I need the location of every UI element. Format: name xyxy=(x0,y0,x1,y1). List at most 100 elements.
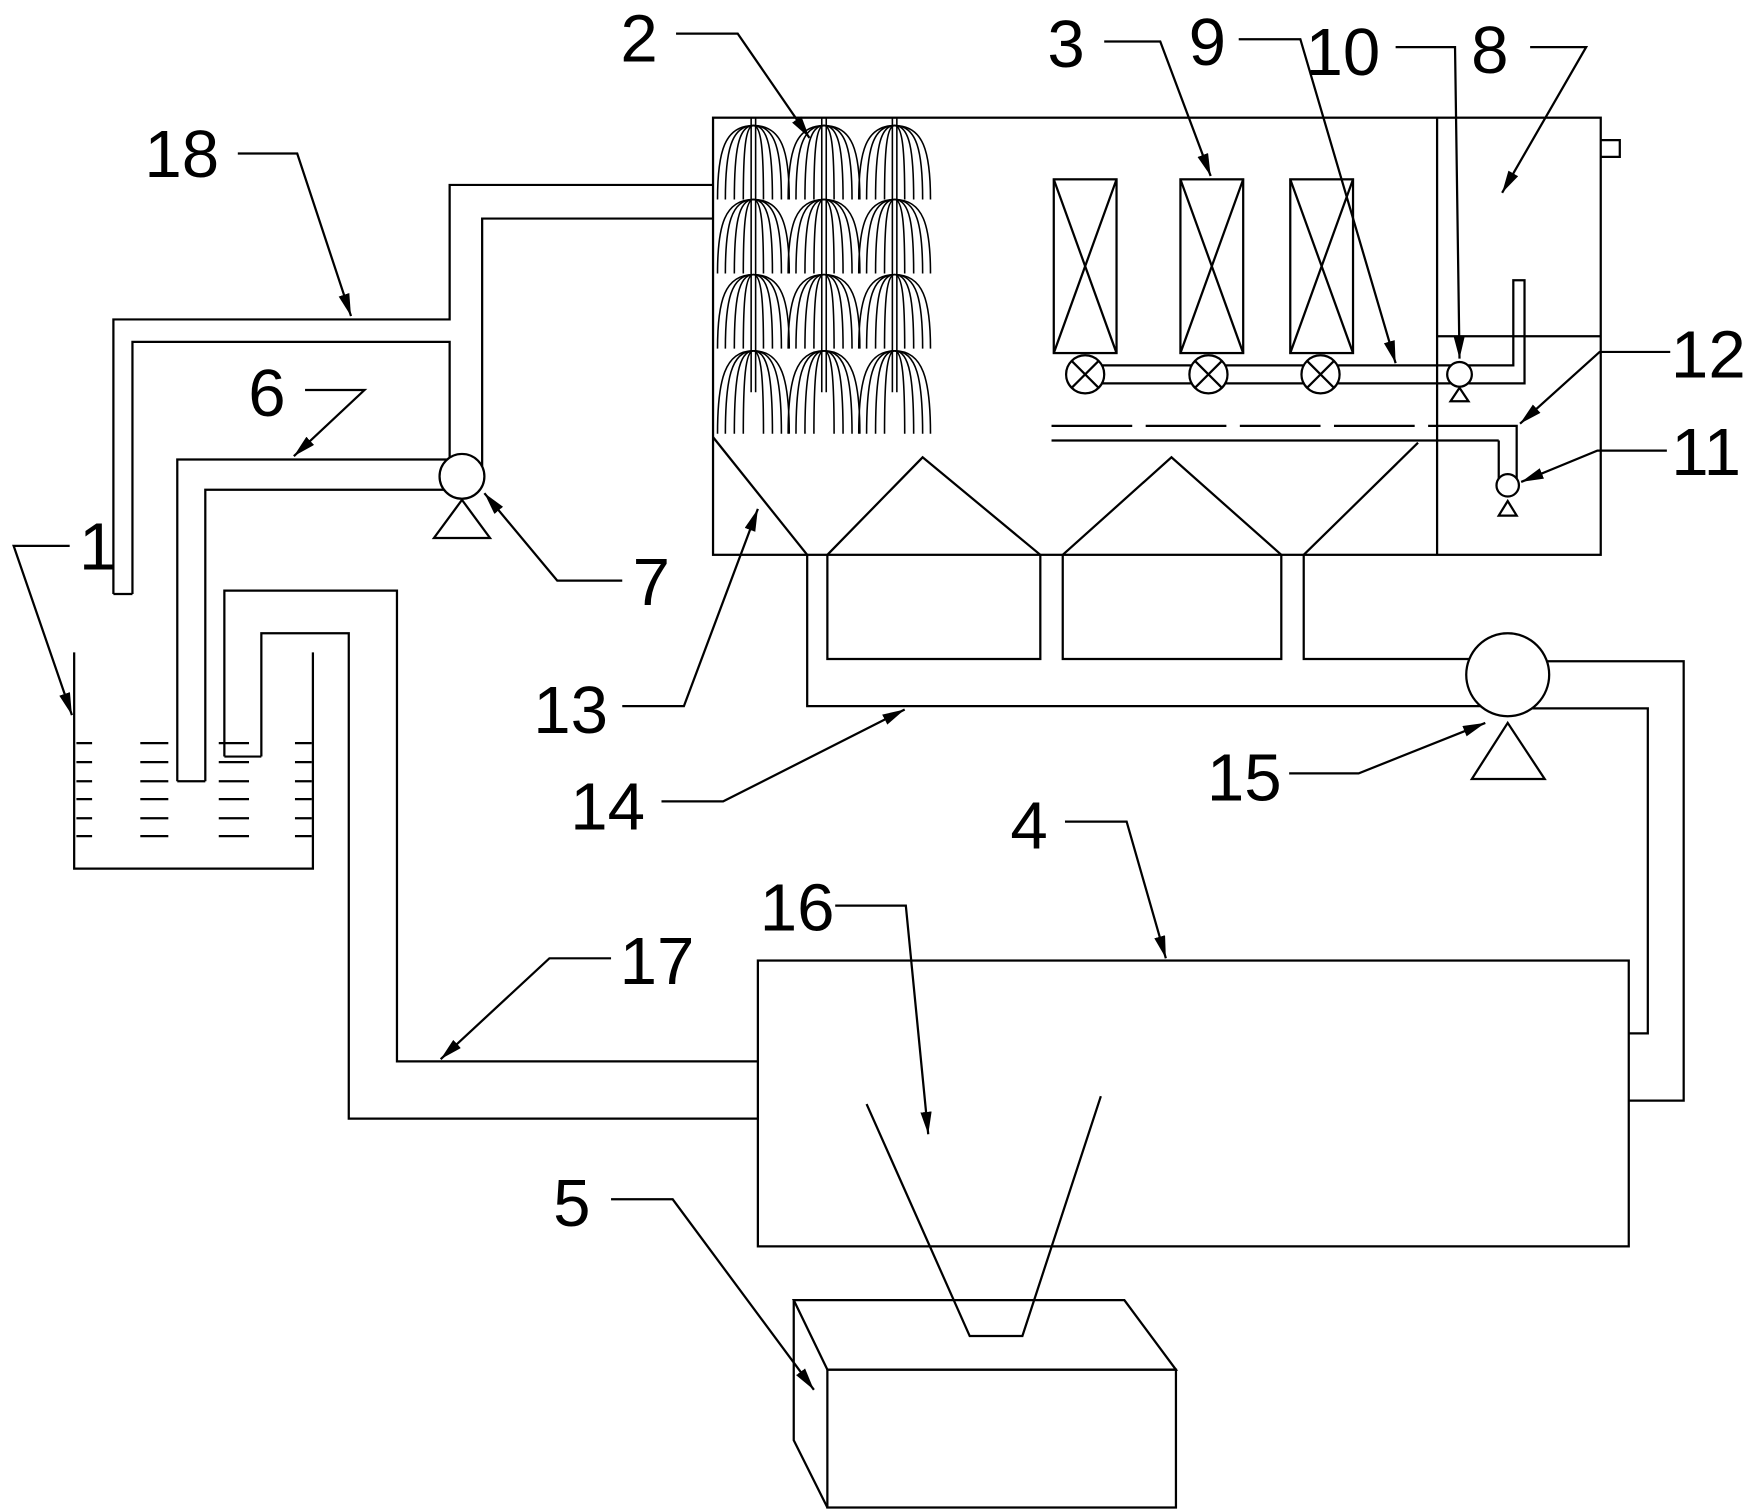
filler-brushes xyxy=(716,117,932,434)
overflow-nozzle xyxy=(1600,138,1621,159)
sludge-funnel-wall xyxy=(865,1095,1102,1338)
valve-3 xyxy=(1300,354,1341,395)
recycle-pipe-riser-wall xyxy=(481,217,714,467)
callout-labels: 1 2 3 4 5 6 7 8 9 10 11 12 13 14 15 16 1… xyxy=(79,2,1746,1242)
membrane-module-cross xyxy=(1289,178,1355,354)
brush-fibre xyxy=(894,198,932,274)
leader-12 xyxy=(1519,350,1671,425)
callout-4: 4 xyxy=(1010,788,1047,863)
sludge-bin-side xyxy=(792,1300,829,1509)
recycle-pipe xyxy=(112,183,714,596)
membrane-module-cross xyxy=(1052,178,1118,354)
brush-fibre xyxy=(894,350,932,434)
membrane-module-3 xyxy=(1289,178,1355,355)
suction-pump-base xyxy=(1448,385,1471,403)
leader-9 xyxy=(1238,38,1397,364)
return-pipe-inner-wall xyxy=(223,589,758,1063)
brush-fibre xyxy=(787,198,825,274)
hopper-bottoms xyxy=(712,436,1419,556)
brush-fibre xyxy=(787,124,825,200)
brush-fibre xyxy=(716,273,754,349)
drain-pump-body xyxy=(1495,472,1521,498)
callout-14: 14 xyxy=(570,769,645,844)
permeate-pipe xyxy=(1101,364,1452,385)
brush-fibre xyxy=(894,273,932,349)
brush-fibre xyxy=(857,273,895,349)
leader-lines xyxy=(12,32,1671,1391)
valve-1 xyxy=(1064,354,1106,395)
callout-8: 8 xyxy=(1471,13,1508,88)
callout-10: 10 xyxy=(1306,15,1381,90)
leader-2 xyxy=(676,32,811,139)
membrane-module-frame xyxy=(1179,178,1245,355)
sludge-pump-outlet-wall xyxy=(1532,707,1649,1035)
feed-pump xyxy=(431,452,493,540)
membrane-module-cross xyxy=(1179,178,1245,354)
valve-cross xyxy=(1306,360,1335,389)
callout-18: 18 xyxy=(144,117,219,192)
membrane-module-frame xyxy=(1289,178,1355,355)
valve-cross xyxy=(1070,360,1100,389)
suction-pipe xyxy=(176,458,448,783)
sludge-pump-outlet-wall xyxy=(1546,660,1685,1102)
callout-9: 9 xyxy=(1189,5,1226,80)
leader-10 xyxy=(1395,45,1465,359)
reactor-tank xyxy=(711,116,1621,556)
valve-cross xyxy=(1194,360,1223,389)
sludge-pipe-inner-wall xyxy=(1061,554,1283,661)
callout-15: 15 xyxy=(1207,740,1282,815)
leader-6 xyxy=(293,388,368,457)
suction-pipe-inner-wall xyxy=(204,488,445,782)
left-tank-liquid xyxy=(76,741,312,838)
leader-18 xyxy=(237,152,353,317)
hopper-slope xyxy=(1302,441,1419,556)
leader-16 xyxy=(835,904,932,1135)
brush-fibre xyxy=(716,198,754,274)
leader-17 xyxy=(439,957,612,1061)
sludge-collection-pipe xyxy=(806,554,1481,708)
recycle-pipe-outer-wall xyxy=(112,183,714,595)
suction-pump xyxy=(1446,279,1526,403)
callout-1: 1 xyxy=(79,509,116,584)
valve-body xyxy=(1064,354,1106,395)
sludge-pipe-inner-wall xyxy=(826,554,1042,661)
drain-pump-base xyxy=(1496,498,1519,517)
return-pipe-outer-wall xyxy=(260,632,758,1120)
leader-7 xyxy=(483,492,623,582)
brush-fibre xyxy=(716,124,754,200)
leader-4 xyxy=(1064,820,1167,959)
membrane-module-2 xyxy=(1179,178,1245,355)
sludge-funnel xyxy=(865,1095,1102,1338)
settling-tank xyxy=(756,959,1630,1248)
leader-8 xyxy=(1501,45,1589,194)
membrane-module-1 xyxy=(1052,178,1118,355)
callout-12: 12 xyxy=(1671,318,1746,393)
hopper-ridge xyxy=(826,455,1042,556)
sludge-pump-body xyxy=(1465,632,1551,718)
brush-fibre xyxy=(857,350,895,434)
brush-fibre xyxy=(787,350,825,434)
suction-pipe-outer-wall xyxy=(176,458,448,782)
sludge-pump-base xyxy=(1469,720,1547,781)
valve-2 xyxy=(1188,354,1229,395)
leader-15 xyxy=(1289,721,1486,775)
suction-pump-outlet xyxy=(1467,279,1526,385)
sludge-pump xyxy=(1465,632,1685,1102)
callout-16: 16 xyxy=(760,870,835,945)
leader-1 xyxy=(12,544,73,716)
callout-11: 11 xyxy=(1671,415,1741,490)
recycle-pipe-inner-wall xyxy=(131,340,451,595)
callout-13: 13 xyxy=(533,673,608,748)
left-tank-wall xyxy=(73,652,315,870)
leader-14 xyxy=(661,708,906,803)
drain-pump xyxy=(1495,472,1521,517)
sludge-bin xyxy=(791,1299,1179,1509)
valve-body xyxy=(1188,354,1229,395)
feed-pump-base xyxy=(431,497,493,540)
callout-3: 3 xyxy=(1047,7,1084,82)
sludge-bin-front xyxy=(826,1368,1178,1509)
callout-6: 6 xyxy=(248,356,285,431)
leader-11 xyxy=(1520,449,1667,483)
hopper-slope xyxy=(712,436,809,556)
